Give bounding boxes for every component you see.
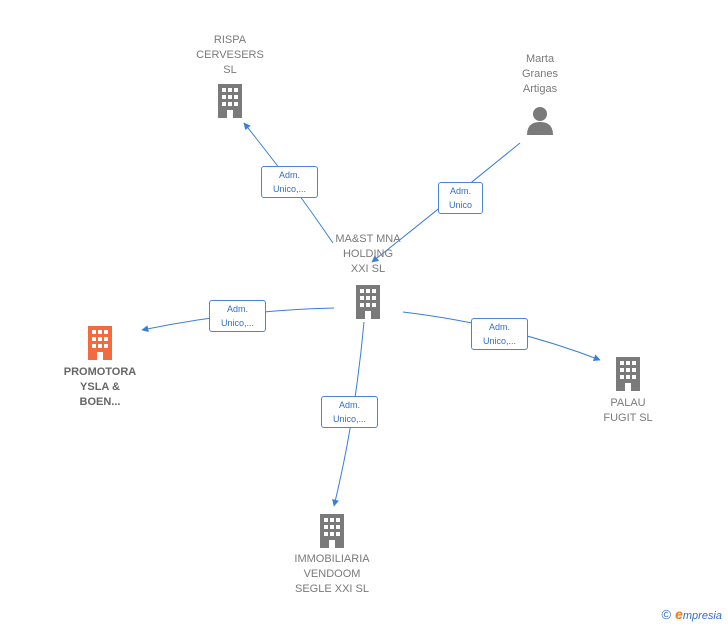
edge-label-promotora[interactable]: Adm. Unico,...: [209, 300, 266, 332]
empresia-logo[interactable]: empresia: [675, 606, 722, 622]
footer-credit: © empresia: [661, 606, 722, 622]
building-icon: [218, 84, 242, 118]
edge-label-immobiliaria[interactable]: Adm. Unico,...: [321, 396, 378, 428]
person-icon: [527, 107, 553, 135]
node-label: PROMOTORA YSLA & BOEN...: [63, 366, 137, 408]
node-marta-granes-artigas[interactable]: Marta Granes Artigas: [500, 52, 580, 135]
node-immobiliaria-vendoom[interactable]: IMMOBILIARIA VENDOOM SEGLE XXI SL: [274, 514, 390, 597]
edge-label-marta[interactable]: Adm. Unico: [438, 182, 483, 214]
copyright-symbol: ©: [661, 606, 672, 622]
edge-label-palau[interactable]: Adm. Unico,...: [471, 318, 528, 350]
node-ma-st-mna-holding[interactable]: MA&ST MNA HOLDING XXI SL: [320, 232, 416, 319]
node-label: MA&ST MNA HOLDING XXI SL: [335, 233, 401, 275]
building-icon: [320, 514, 344, 548]
node-label: Marta Granes Artigas: [521, 53, 559, 95]
node-label: PALAU FUGIT SL: [603, 397, 653, 424]
node-label: IMMOBILIARIA VENDOOM SEGLE XXI SL: [294, 553, 370, 595]
building-icon: [356, 285, 380, 319]
building-icon: [616, 357, 640, 391]
node-rispa-cervesers[interactable]: RISPA CERVESERS SL: [184, 33, 276, 118]
node-promotora-ysla-boen[interactable]: PROMOTORA YSLA & BOEN...: [50, 326, 150, 410]
building-icon: [88, 326, 112, 360]
node-label: RISPA CERVESERS SL: [196, 34, 264, 76]
node-palau-fugit[interactable]: PALAU FUGIT SL: [586, 357, 670, 426]
edge-label-rispa[interactable]: Adm. Unico,...: [261, 166, 318, 198]
